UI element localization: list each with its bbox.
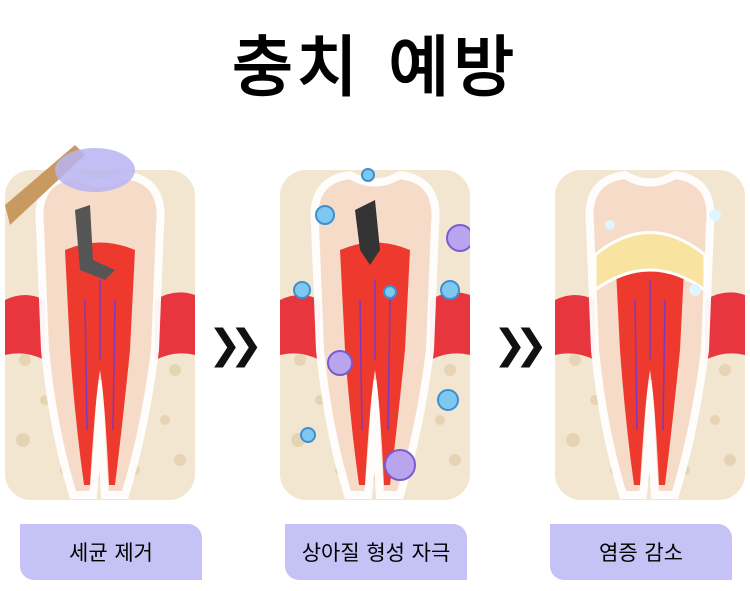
- page-title: 충치 예방: [232, 29, 518, 106]
- stage-label-inflammation-reduction: 염증 감소: [550, 524, 732, 580]
- toothbrush-icon: [5, 145, 135, 225]
- stage-2-illustration: [280, 130, 474, 500]
- stage-3-illustration: [555, 130, 745, 500]
- chevron-right-icon: ❯❯: [493, 322, 548, 368]
- stage-label-bacteria-removal: 세균 제거: [20, 524, 202, 580]
- stage-1-illustration: [5, 130, 195, 500]
- chevron-right-icon: ❯❯: [208, 322, 263, 368]
- stage-label-dentin-formation: 상아질 형성 자극: [285, 524, 467, 580]
